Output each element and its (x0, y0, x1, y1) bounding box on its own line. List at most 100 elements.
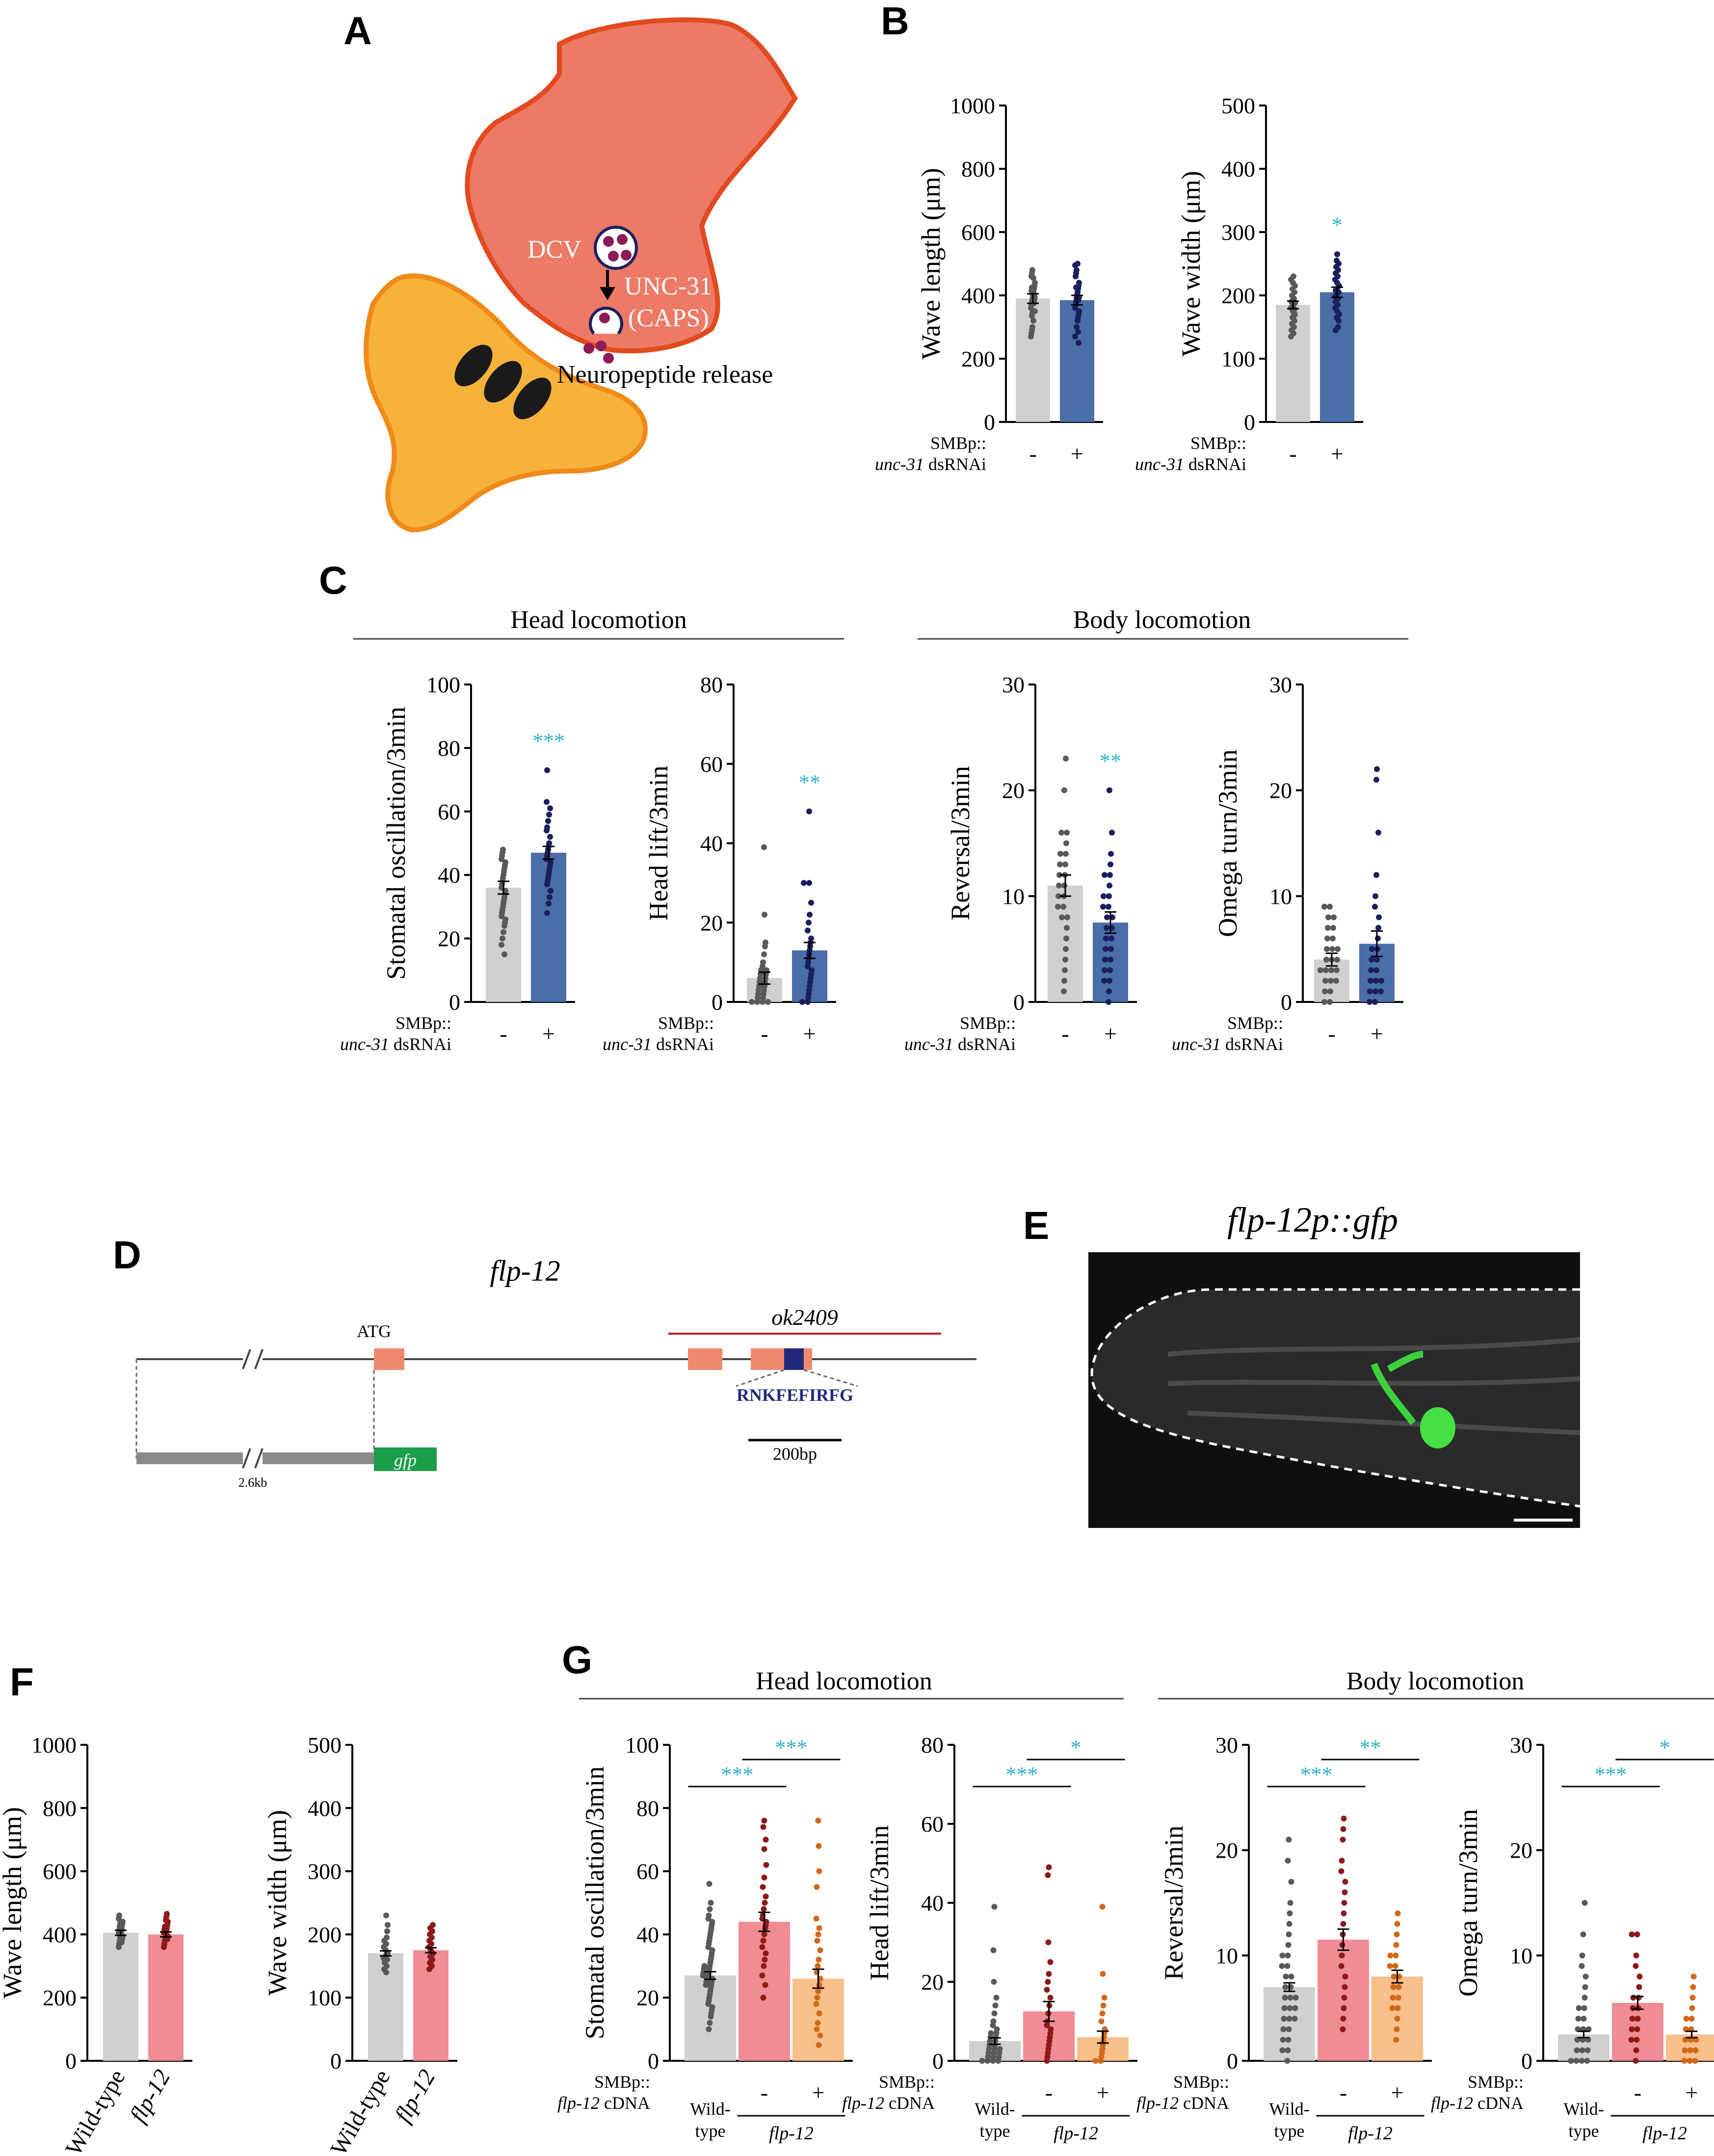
genotype-minus: - (1045, 2080, 1053, 2105)
y-tick-label: 20 (921, 1970, 944, 1995)
y-tick-label: 0 (1521, 2049, 1532, 2074)
genotype-minus: - (1289, 441, 1296, 466)
data-point (760, 1938, 766, 1944)
data-point (1046, 1864, 1052, 1870)
data-point (761, 1817, 767, 1824)
data-point (1633, 1952, 1639, 1959)
bar (148, 1934, 184, 2061)
y-axis-label: Stomatal oscillation/3min (580, 1766, 609, 2039)
data-point (547, 805, 553, 812)
y-tick-label: 200 (1221, 283, 1255, 308)
data-point (1064, 925, 1070, 931)
significance-label: * (1332, 213, 1343, 237)
data-point (1390, 1995, 1396, 2001)
y-tick-label: 400 (308, 1796, 342, 1821)
data-point (1630, 2005, 1636, 2011)
data-point (1338, 1963, 1345, 1969)
data-point (1103, 935, 1109, 942)
genotype-rnai: dsRNAi (652, 1034, 714, 1054)
panel-g-body-header: Body locomotion (1346, 1667, 1525, 1695)
data-point (1284, 1963, 1291, 1969)
data-point (1341, 1910, 1347, 1917)
data-point (1107, 977, 1112, 984)
y-axis-label: Wave width (μm) (1176, 171, 1206, 357)
data-point (805, 927, 811, 934)
data-point (1100, 1971, 1106, 1977)
data-point (762, 1925, 768, 1931)
data-point (1286, 1920, 1292, 1927)
data-point (1099, 1904, 1106, 1910)
data-point (1573, 2058, 1580, 2064)
data-point (1335, 946, 1341, 952)
data-point (1321, 999, 1327, 1005)
data-point (1393, 1952, 1399, 1959)
data-point (1285, 1942, 1292, 1948)
data-point (1108, 861, 1113, 868)
y-tick-label: 400 (961, 283, 995, 308)
data-point (1682, 2047, 1688, 2053)
data-point (1690, 1973, 1697, 1980)
data-point (1061, 882, 1067, 889)
data-point (1104, 914, 1110, 920)
data-point (1341, 2005, 1347, 2011)
panel-label-c: C (319, 558, 347, 602)
data-point (1062, 967, 1068, 973)
panel-e-micrograph: flp-12p::gfp (1088, 1200, 1581, 1528)
y-axis-label: Wave length (μm) (0, 1807, 27, 1998)
significance-label: ** (1360, 1735, 1381, 1760)
data-point (1061, 988, 1067, 995)
data-point (116, 1916, 122, 1922)
neuropeptide-dot (621, 250, 632, 261)
y-tick-label: 0 (932, 2049, 944, 2074)
data-point (1046, 1971, 1052, 1977)
data-point (1292, 1995, 1299, 2001)
data-point (161, 1944, 167, 1950)
genotype-smbp-label: SMBp:: (930, 433, 986, 453)
data-point (815, 1817, 821, 1824)
micrograph-title: flp-12p::gfp (1227, 1200, 1398, 1239)
y-tick-label: 600 (961, 220, 995, 245)
data-point (385, 1922, 391, 1928)
y-tick-label: 800 (43, 1796, 77, 1821)
data-point (548, 888, 554, 894)
significance-label: ** (1100, 749, 1121, 773)
data-point (1286, 2026, 1292, 2032)
data-point (1284, 2058, 1291, 2064)
y-tick-label: 300 (1221, 220, 1255, 245)
data-point (1333, 977, 1339, 984)
data-point (1389, 2005, 1396, 2011)
genotype-minus: - (1340, 2080, 1347, 2105)
y-tick-label: 40 (921, 1891, 944, 1916)
data-point (990, 2022, 996, 2028)
y-tick-label: 40 (636, 1922, 659, 1947)
data-point (1327, 988, 1333, 995)
bar (1048, 885, 1083, 1002)
genotype-rnai-label: unc-31 dsRNAi (875, 454, 986, 474)
data-point (1108, 956, 1113, 963)
data-point (1063, 851, 1069, 857)
data-point (1581, 2005, 1587, 2011)
data-point (1688, 2016, 1695, 2022)
data-point (1074, 324, 1080, 330)
data-point (1062, 956, 1068, 963)
data-point (1334, 967, 1340, 973)
genotype-type: type (1274, 2121, 1305, 2141)
peptide-label: RNKFEFIRFG (737, 1385, 853, 1405)
y-tick-label: 100 (426, 672, 460, 697)
worm-inner-texture (1167, 1337, 1581, 1435)
genotype-gene: unc-31 (875, 454, 924, 474)
data-point (1104, 925, 1109, 931)
data-point (1047, 1959, 1054, 1965)
data-point (1292, 2005, 1298, 2011)
genotype-plus: + (812, 2080, 825, 2105)
data-point (1047, 1995, 1054, 2001)
data-point (1108, 851, 1114, 857)
data-point (1390, 1984, 1397, 1990)
data-point (1339, 1858, 1345, 1864)
data-point (1281, 2005, 1288, 2011)
genotype-flp12: flp-12 (1348, 2123, 1393, 2144)
data-point (1341, 1900, 1347, 1906)
data-point (1279, 1952, 1286, 1959)
